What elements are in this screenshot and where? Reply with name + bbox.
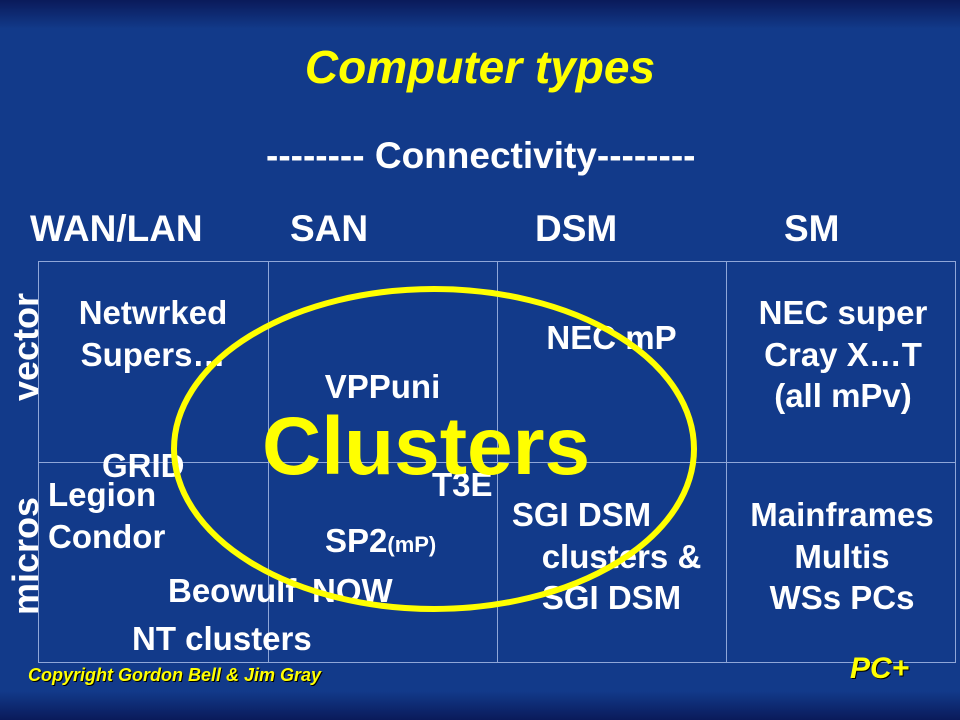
cell-line: SP2 <box>325 522 388 559</box>
cell-line: Mainframes <box>750 496 934 533</box>
connectivity-label: -------- Connectivity-------- <box>266 135 696 176</box>
cell-subscript: (mP) <box>387 532 437 557</box>
column-header-dsm: DSM <box>535 208 618 249</box>
cell-line: SGI DSM <box>511 496 652 533</box>
cell-line: NEC super <box>758 294 928 331</box>
cell-nec-super: NEC super Cray X…T (all mPv) <box>726 292 960 417</box>
cell-line: Cray X…T <box>764 335 922 373</box>
cell-line: (all mPv) <box>774 377 912 415</box>
cell-line: clusters & <box>541 537 702 575</box>
cell-line: WSs PCs <box>769 579 915 617</box>
cell-nec-mp: NEC mP <box>546 319 677 356</box>
cell-line: Netwrked <box>78 294 228 331</box>
column-header-sm: SM <box>784 208 840 249</box>
cell-t3e: T3E <box>432 466 493 503</box>
cell-sgi-dsm: SGI DSM clusters & SGI DSM <box>497 494 726 619</box>
cell-grid: GRID <box>102 447 185 484</box>
slide-title: Computer types <box>304 41 656 93</box>
cell-line: Legion <box>48 476 157 513</box>
column-header-san: SAN <box>290 208 369 249</box>
cell-line: Supers… <box>80 335 226 373</box>
cell-sp2: SP2(mP) <box>325 520 436 562</box>
grid-divider <box>38 462 956 463</box>
cell-networked-supers: Netwrked Supers… <box>38 292 268 375</box>
column-header-wan-lan: WAN/LAN <box>30 208 203 249</box>
cell-line: Condor <box>48 517 166 555</box>
pc-plus-tag: PC+ <box>850 652 910 685</box>
cell-vppuni: VPPuni <box>324 368 441 405</box>
cell-legion-condor: Legion Condor <box>48 474 165 557</box>
clusters-label: Clusters <box>262 401 591 492</box>
cell-mainframes: Mainframes Multis WSs PCs <box>724 494 960 619</box>
copyright-notice: Copyright Gordon Bell & Jim Gray <box>28 665 322 685</box>
cell-line: Multis <box>794 537 890 575</box>
cell-nt-clusters: NT clusters <box>132 620 312 657</box>
